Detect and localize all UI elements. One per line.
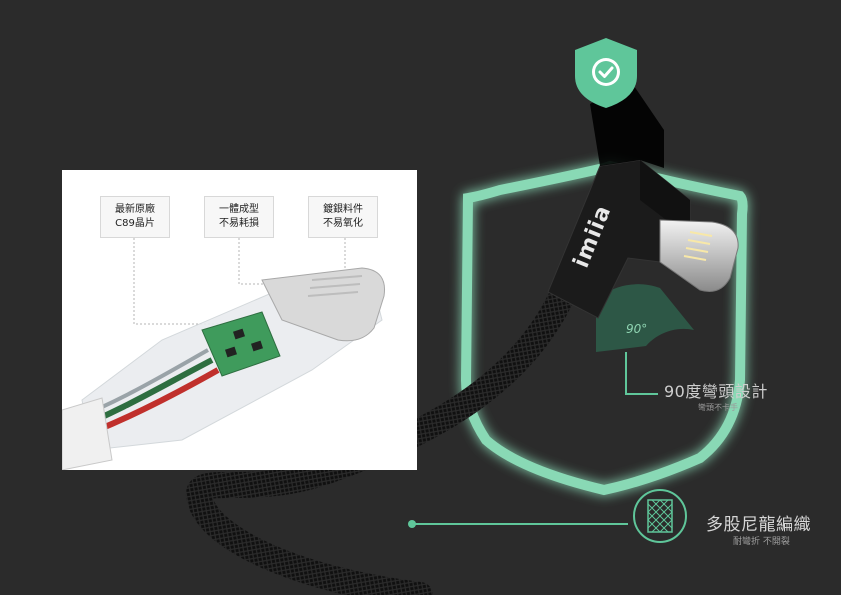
callout-silver-line2: 不易氧化 — [323, 218, 363, 229]
bend-angle-arc — [596, 284, 694, 352]
connector-pins — [683, 231, 713, 261]
callout-chip: 最新原廠 C89晶片 — [100, 196, 170, 238]
cutaway-illustration — [62, 238, 386, 470]
braid-feature-title: 多股尼龍編織 — [706, 515, 811, 535]
bend-feature-subtitle: 彎頭不卡手 — [698, 403, 738, 412]
braided-cable — [186, 287, 573, 595]
bend-callout-line — [625, 352, 658, 395]
nylon-braid-icon — [633, 489, 687, 543]
big-shield-outline — [460, 160, 748, 496]
callout-molded: 一體成型 不易耗損 — [204, 196, 274, 238]
callout-chip-line1: 最新原廠 — [115, 204, 155, 215]
braid-feature-subtitle: 耐彎折 不開裂 — [733, 537, 790, 547]
callout-molded-line1: 一體成型 — [219, 204, 259, 215]
bend-feature-title: 90度彎頭設計 — [664, 382, 768, 401]
connector-cutaway-panel: 最新原廠 C89晶片 一體成型 不易耗損 鍍銀料件 不易氧化 — [62, 170, 417, 470]
callout-silver-line1: 鍍銀料件 — [323, 204, 363, 215]
lightning-connector — [659, 219, 739, 292]
bend-angle-label: 90° — [626, 322, 648, 336]
callout-molded-line2: 不易耗損 — [219, 218, 259, 229]
callout-chip-line2: C89晶片 — [115, 218, 155, 229]
shield-check-icon — [575, 38, 637, 108]
callout-silver: 鍍銀料件 不易氧化 — [308, 196, 378, 238]
